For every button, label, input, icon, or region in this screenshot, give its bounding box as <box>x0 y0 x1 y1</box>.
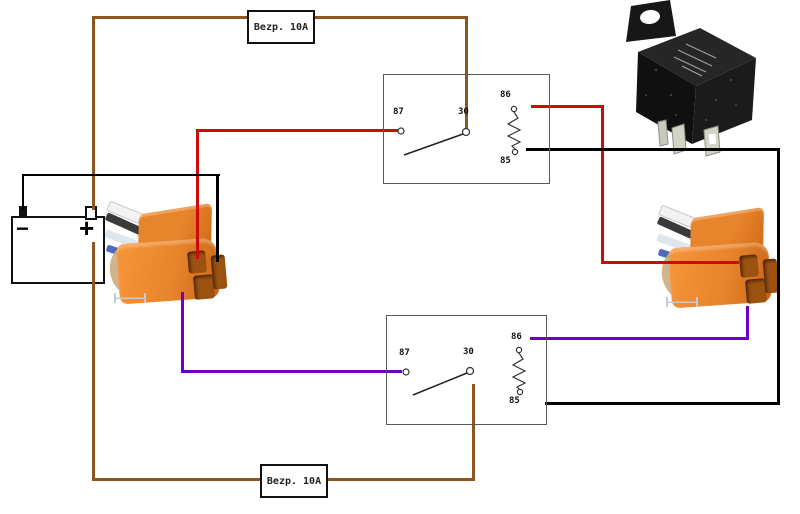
terminal-label-86: 86 <box>511 332 522 342</box>
relay-top-contacts-drawing <box>397 105 522 156</box>
terminal-label-85: 85 <box>500 156 511 166</box>
battery-minus-label: − <box>16 216 29 241</box>
wire-red-relay1-86-to-right-connector <box>601 105 604 264</box>
wire-black-relay1-85-to-relay2-85 <box>545 402 780 405</box>
wire-purple-relay2-86-to-right-connector <box>530 337 749 340</box>
wire-purple-relay2-86-to-right-connector <box>746 306 749 340</box>
wire-black-battery-minus-to-left-connector <box>22 174 220 176</box>
fuse-top-label: Bezp. 10A <box>253 21 309 33</box>
battery-plus-label: + <box>79 213 95 243</box>
relay-schematic-bottom: 87 30 86 85 <box>386 315 547 425</box>
terminal-label-86: 86 <box>500 90 511 100</box>
fuse-box-bottom: Bezp. 10A <box>260 464 328 498</box>
relay-bottom-contacts-drawing <box>402 346 527 396</box>
terminal-label-30: 30 <box>463 347 474 357</box>
relay-schematic-top: 87 30 86 85 <box>383 74 550 184</box>
wire-brown-fuse-top-feed <box>465 16 468 130</box>
right-h4-connector-photo <box>656 204 782 317</box>
wire-black-battery-minus-to-left-connector <box>216 174 219 262</box>
wire-red-relay1-86-to-right-connector <box>531 105 604 108</box>
photo-scale-marker <box>666 297 698 307</box>
wire-red-relay1-86-to-right-connector <box>601 261 739 264</box>
battery-symbol <box>11 216 105 284</box>
wire-black-relay1-85-to-relay2-85 <box>777 148 780 405</box>
wire-black-battery-minus-to-left-connector <box>22 174 24 210</box>
wire-purple-left-connector-to-relay2-87 <box>181 292 184 373</box>
wire-purple-left-connector-to-relay2-87 <box>181 370 402 373</box>
fuse-bottom-label: Bezp. 10A <box>266 475 322 487</box>
wire-brown-fuse-top-feed <box>92 16 95 210</box>
fuse-box-top: Bezp. 10A <box>247 10 315 44</box>
battery-minus-post <box>19 206 27 216</box>
left-h4-connector-photo <box>104 200 230 313</box>
terminal-label-87: 87 <box>399 348 410 358</box>
wire-brown-fuse-bottom-feed <box>92 242 95 481</box>
wire-red-relay1-87-to-left-connector <box>196 129 399 132</box>
terminal-label-85: 85 <box>509 396 520 406</box>
wire-black-relay1-85-to-relay2-85 <box>526 148 780 151</box>
relay-photo-drawing <box>626 0 756 157</box>
terminal-label-30: 30 <box>458 107 469 117</box>
connector-socket <box>739 254 759 278</box>
wire-brown-fuse-bottom-feed <box>472 384 475 481</box>
connector-socket <box>210 254 228 290</box>
relay-photo <box>616 0 764 160</box>
terminal-label-87: 87 <box>393 107 404 117</box>
photo-scale-marker <box>114 293 146 303</box>
wire-red-relay1-87-to-left-connector <box>196 129 199 259</box>
